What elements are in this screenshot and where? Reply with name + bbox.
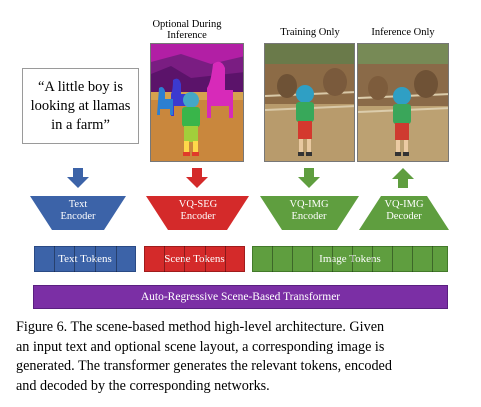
down-arrow-icon (186, 168, 208, 188)
transformer-label: Auto-Regressive Scene-Based Transformer (140, 291, 341, 303)
caption-line-2: an input text and optional scene layout,… (16, 338, 385, 355)
figure-caption: Figure 6. The scene-based method high-le… (16, 318, 468, 396)
inference-photo-image (357, 43, 449, 162)
token-divider (164, 246, 165, 272)
token-divider (74, 246, 75, 272)
token-divider (432, 246, 433, 272)
text-encoder-line-1: Text (68, 199, 88, 210)
scene-label-line-2: Inference (167, 30, 207, 41)
segmentation-map-image (150, 43, 244, 162)
vq-img-enc-line-2: Encoder (291, 211, 327, 222)
quote-line-2: looking at llamas (30, 97, 131, 114)
token-divider (184, 246, 185, 272)
token-divider (225, 246, 226, 272)
text-tokens-bar: Text Tokens (34, 246, 136, 272)
vq-img-encoder-label: VQ-IMG Encoder (276, 199, 342, 223)
token-divider (95, 246, 96, 272)
vq-seg-encoder-label: VQ-SEG Encoder (165, 199, 231, 223)
scene-tokens-label: Scene Tokens (164, 253, 225, 265)
vq-seg-line-1: VQ-SEG (178, 199, 218, 210)
vq-seg-line-2: Encoder (180, 211, 216, 222)
scene-tokens-bar: Scene Tokens (144, 246, 245, 272)
quote-line-3: in a farm” (51, 116, 110, 133)
token-divider (54, 246, 55, 272)
token-divider (352, 246, 353, 272)
image-tokens-bar: Image Tokens (252, 246, 448, 272)
vq-img-decoder-shape (359, 196, 449, 230)
vq-img-dec-line-1: VQ-IMG (384, 199, 424, 210)
down-arrow-icon (67, 168, 89, 188)
token-divider (412, 246, 413, 272)
caption-line-4: and decoded by the corresponding network… (16, 377, 270, 394)
token-divider (372, 246, 373, 272)
vq-img-encoder-shape (260, 196, 359, 230)
vq-img-enc-line-1: VQ-IMG (289, 199, 329, 210)
token-divider (292, 246, 293, 272)
text-tokens-label: Text Tokens (58, 253, 112, 265)
input-text-box: “A little boy is looking at llamas in a … (22, 68, 139, 144)
training-photo-image (264, 43, 355, 162)
quote-line-1: “A little boy is (38, 78, 123, 95)
token-divider (332, 246, 333, 272)
token-divider (205, 246, 206, 272)
vq-img-dec-line-2: Decoder (386, 211, 422, 222)
token-divider (312, 246, 313, 272)
scene-image-label: Optional During Inference (147, 19, 227, 41)
vq-img-decoder-label: VQ-IMG Decoder (371, 199, 437, 223)
caption-line-3: generated. The transformer generates the… (16, 358, 392, 374)
scene-label-line-1: Optional During (152, 19, 222, 30)
text-encoder-label: Text Encoder (48, 199, 108, 223)
up-arrow-icon (392, 168, 414, 188)
text-encoder-shape (30, 196, 126, 230)
image-tokens-label: Image Tokens (319, 253, 381, 265)
token-divider (116, 246, 117, 272)
token-divider (272, 246, 273, 272)
vq-seg-encoder-shape (146, 196, 249, 230)
transformer-bar: Auto-Regressive Scene-Based Transformer (33, 285, 448, 309)
down-arrow-icon (298, 168, 320, 188)
inference-only-label: Inference Only (371, 27, 435, 38)
token-divider (392, 246, 393, 272)
caption-line-1: Figure 6. The scene-based method high-le… (16, 319, 385, 335)
text-encoder-line-2: Encoder (60, 211, 96, 222)
training-only-label: Training Only (280, 27, 340, 38)
